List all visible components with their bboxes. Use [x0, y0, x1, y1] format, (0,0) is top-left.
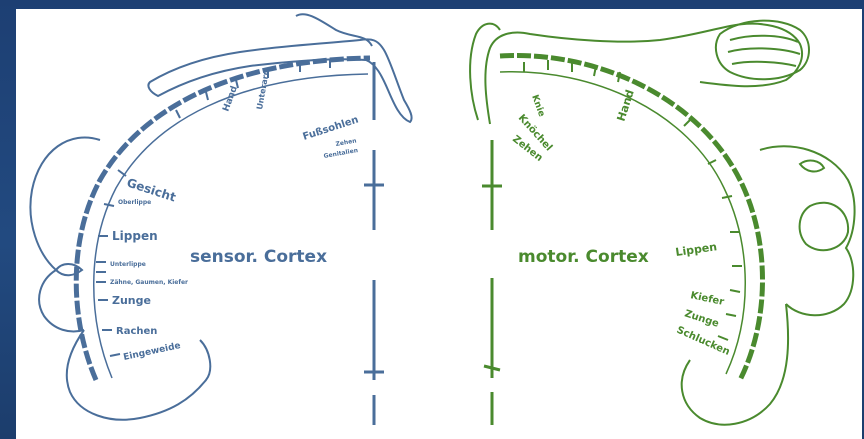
- motor-eye-outline: [800, 161, 824, 172]
- sensory-label-oberlippe: Oberlippe: [118, 199, 151, 206]
- sensory-body-outline: [148, 39, 411, 122]
- sensory-homunculus: [30, 14, 411, 425]
- motor-label-zunge: Zunge: [683, 308, 720, 329]
- sensory-label-genitalien: Genitalien: [323, 147, 358, 160]
- sensory-label-zehen: Zehen: [335, 137, 357, 148]
- sensory-face-outline: [30, 137, 100, 331]
- motor-label-knie: Knie: [529, 94, 546, 119]
- sensory-label-rachen: Rachen: [116, 326, 157, 337]
- sensory-label-eingeweide: Eingeweide: [123, 341, 182, 363]
- sensory-label-zunge: Zunge: [112, 294, 151, 307]
- sensory-viscera-outline: [67, 330, 210, 420]
- motor-midline: [482, 140, 502, 425]
- motor-homunculus: [470, 21, 855, 425]
- motor-body-outline: [485, 24, 802, 124]
- motor-face-outline: [760, 146, 855, 315]
- sensory-labels: sensor. Cortex Gesicht Oberlippe Lippen …: [110, 66, 360, 363]
- motor-label-lippen: Lippen: [675, 240, 718, 259]
- motor-labels: motor. Cortex Zehen Knöchel Knie Hand Li…: [510, 88, 731, 358]
- motor-mouth-outline: [800, 203, 849, 251]
- motor-label-schlucken: Schlucken: [675, 325, 732, 358]
- sensory-label-unterlippe: Unterlippe: [110, 261, 146, 268]
- sensory-title: sensor. Cortex: [190, 247, 327, 267]
- sensory-label-lippen: Lippen: [112, 229, 158, 243]
- sensory-label-zaehne: Zähne, Gaumen, Kiefer: [110, 279, 188, 286]
- motor-title: motor. Cortex: [518, 247, 649, 267]
- motor-label-kiefer: Kiefer: [689, 290, 725, 308]
- sensory-foot-outline: [296, 14, 372, 46]
- sensory-midline: [364, 62, 384, 425]
